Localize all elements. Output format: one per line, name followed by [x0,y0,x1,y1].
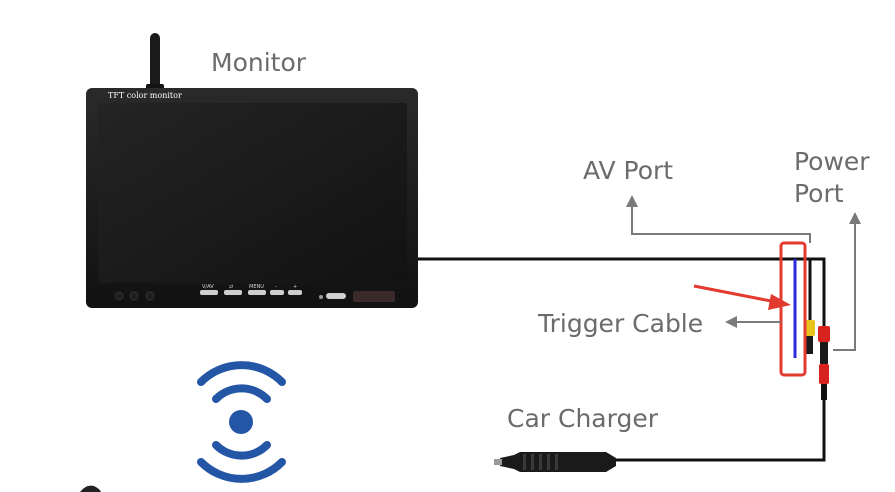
av-port-connector [804,259,815,354]
button-label-switch: ⇄ [229,284,234,290]
button-label-menu: MENU [249,284,264,290]
highlight-box [779,241,807,377]
car-charger-plug-icon [494,452,616,472]
monitor-power-button [326,293,346,299]
monitor-button-switch [224,290,242,295]
trigger-cable-label: Trigger Cable [538,309,704,338]
partial-camera-icon [80,485,101,492]
wireless-signal-icon [197,361,286,483]
av-port-arrow [626,195,811,243]
monitor-label: Monitor [211,48,307,77]
monitor-body [86,88,418,308]
monitor-button-minus [270,290,284,295]
power-port-connector [818,326,830,400]
power-port-arrow [833,212,861,351]
power-port-label: Power Port [794,147,870,208]
monitor-screen [98,103,407,283]
ir-window [353,291,395,302]
monitor-button-plus [288,290,302,295]
button-label-plus: + [293,284,298,290]
monitor-button-vav [200,290,218,295]
button-label-minus: - [275,284,277,290]
car-charger-label: Car Charger [507,404,658,433]
av-port-label: AV Port [583,156,674,185]
button-label-vav: V/AV [202,284,214,290]
wireless-signal-dot [229,410,253,434]
monitor-button-menu [248,290,266,295]
antenna-icon [146,33,164,94]
power-led-icon [319,295,323,299]
monitor-brand-text: TFT color monitor [108,91,182,100]
red-arrow-icon [693,284,791,310]
